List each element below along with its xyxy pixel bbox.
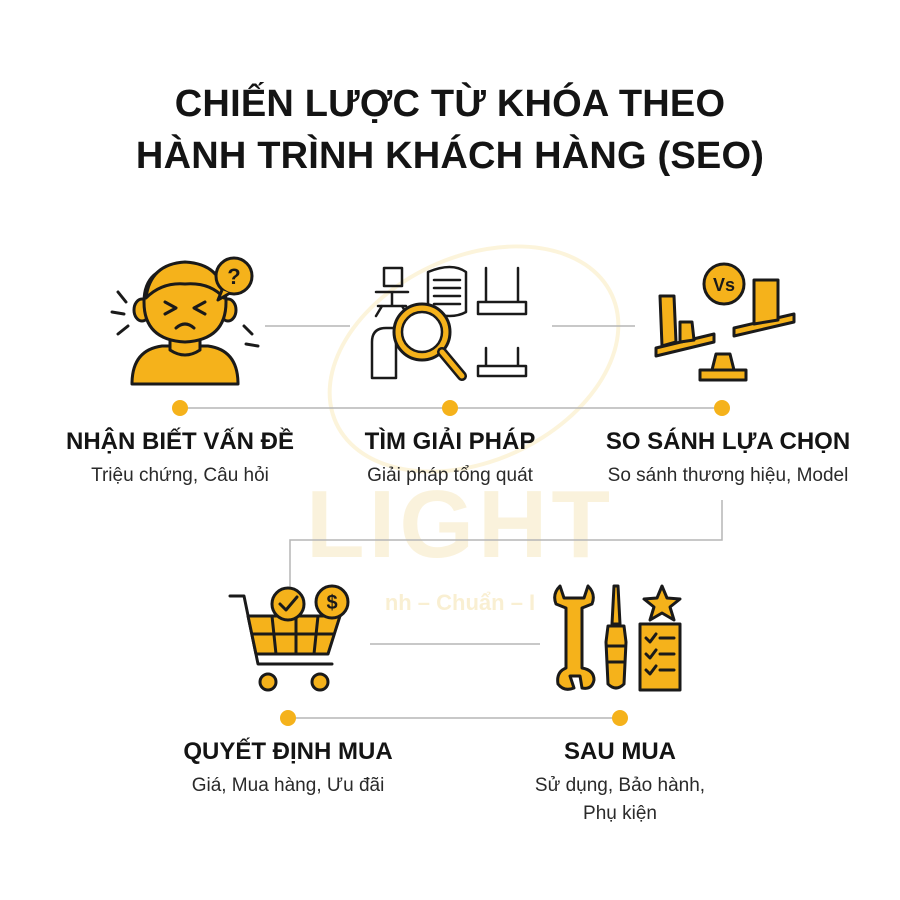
stage-4-title: QUYẾT ĐỊNH MUA xyxy=(183,738,393,765)
stage-2-title: TÌM GIẢI PHÁP xyxy=(364,428,536,455)
vs-badge-icon: Vs xyxy=(713,275,735,295)
confused-person-icon: ? xyxy=(110,256,260,386)
stage-1-title: NHẬN BIẾT VẤN ĐỀ xyxy=(65,428,294,455)
page-title: CHIẾN LƯỢC TỪ KHÓA THEO HÀNH TRÌNH KHÁCH… xyxy=(0,78,900,182)
stage-5-keywords-line-2: Phụ kiện xyxy=(583,803,657,824)
stage-2-keywords: Giải pháp tổng quát xyxy=(367,465,533,486)
stage-5-keywords: Sử dụng, Bảo hành, Phụ kiện xyxy=(480,772,760,828)
stage-3-keywords: So sánh thương hiệu, Model xyxy=(607,465,849,486)
timeline-dot-2 xyxy=(442,400,458,416)
title-line-1: CHIẾN LƯỢC TỪ KHÓA THEO xyxy=(174,83,726,125)
magnifier-products-icon xyxy=(370,265,528,381)
stage-5-keywords-line-1: Sử dụng, Bảo hành, xyxy=(534,775,706,796)
timeline-dot-3 xyxy=(714,400,730,416)
stage-4-keywords: Giá, Mua hàng, Ưu đãi xyxy=(191,775,385,796)
timeline-dot-4 xyxy=(280,710,296,726)
timeline-dot-1 xyxy=(172,400,188,416)
connector-row-wrap xyxy=(289,500,723,590)
stage-5-title: SAU MUA xyxy=(564,738,676,765)
dollar-coin-icon: $ xyxy=(326,592,337,614)
stage-3-title: SO SÁNH LỰA CHỌN xyxy=(605,428,851,455)
question-mark-icon: ? xyxy=(227,264,240,289)
title-line-2: HÀNH TRÌNH KHÁCH HÀNG (SEO) xyxy=(135,135,765,177)
stage-1-keywords: Triệu chứng, Câu hỏi xyxy=(91,465,269,486)
timeline-dot-5 xyxy=(612,710,628,726)
shopping-cart-icon: $ xyxy=(228,584,350,692)
compare-scale-icon: Vs xyxy=(654,262,796,382)
tools-checklist-icon xyxy=(553,584,682,692)
